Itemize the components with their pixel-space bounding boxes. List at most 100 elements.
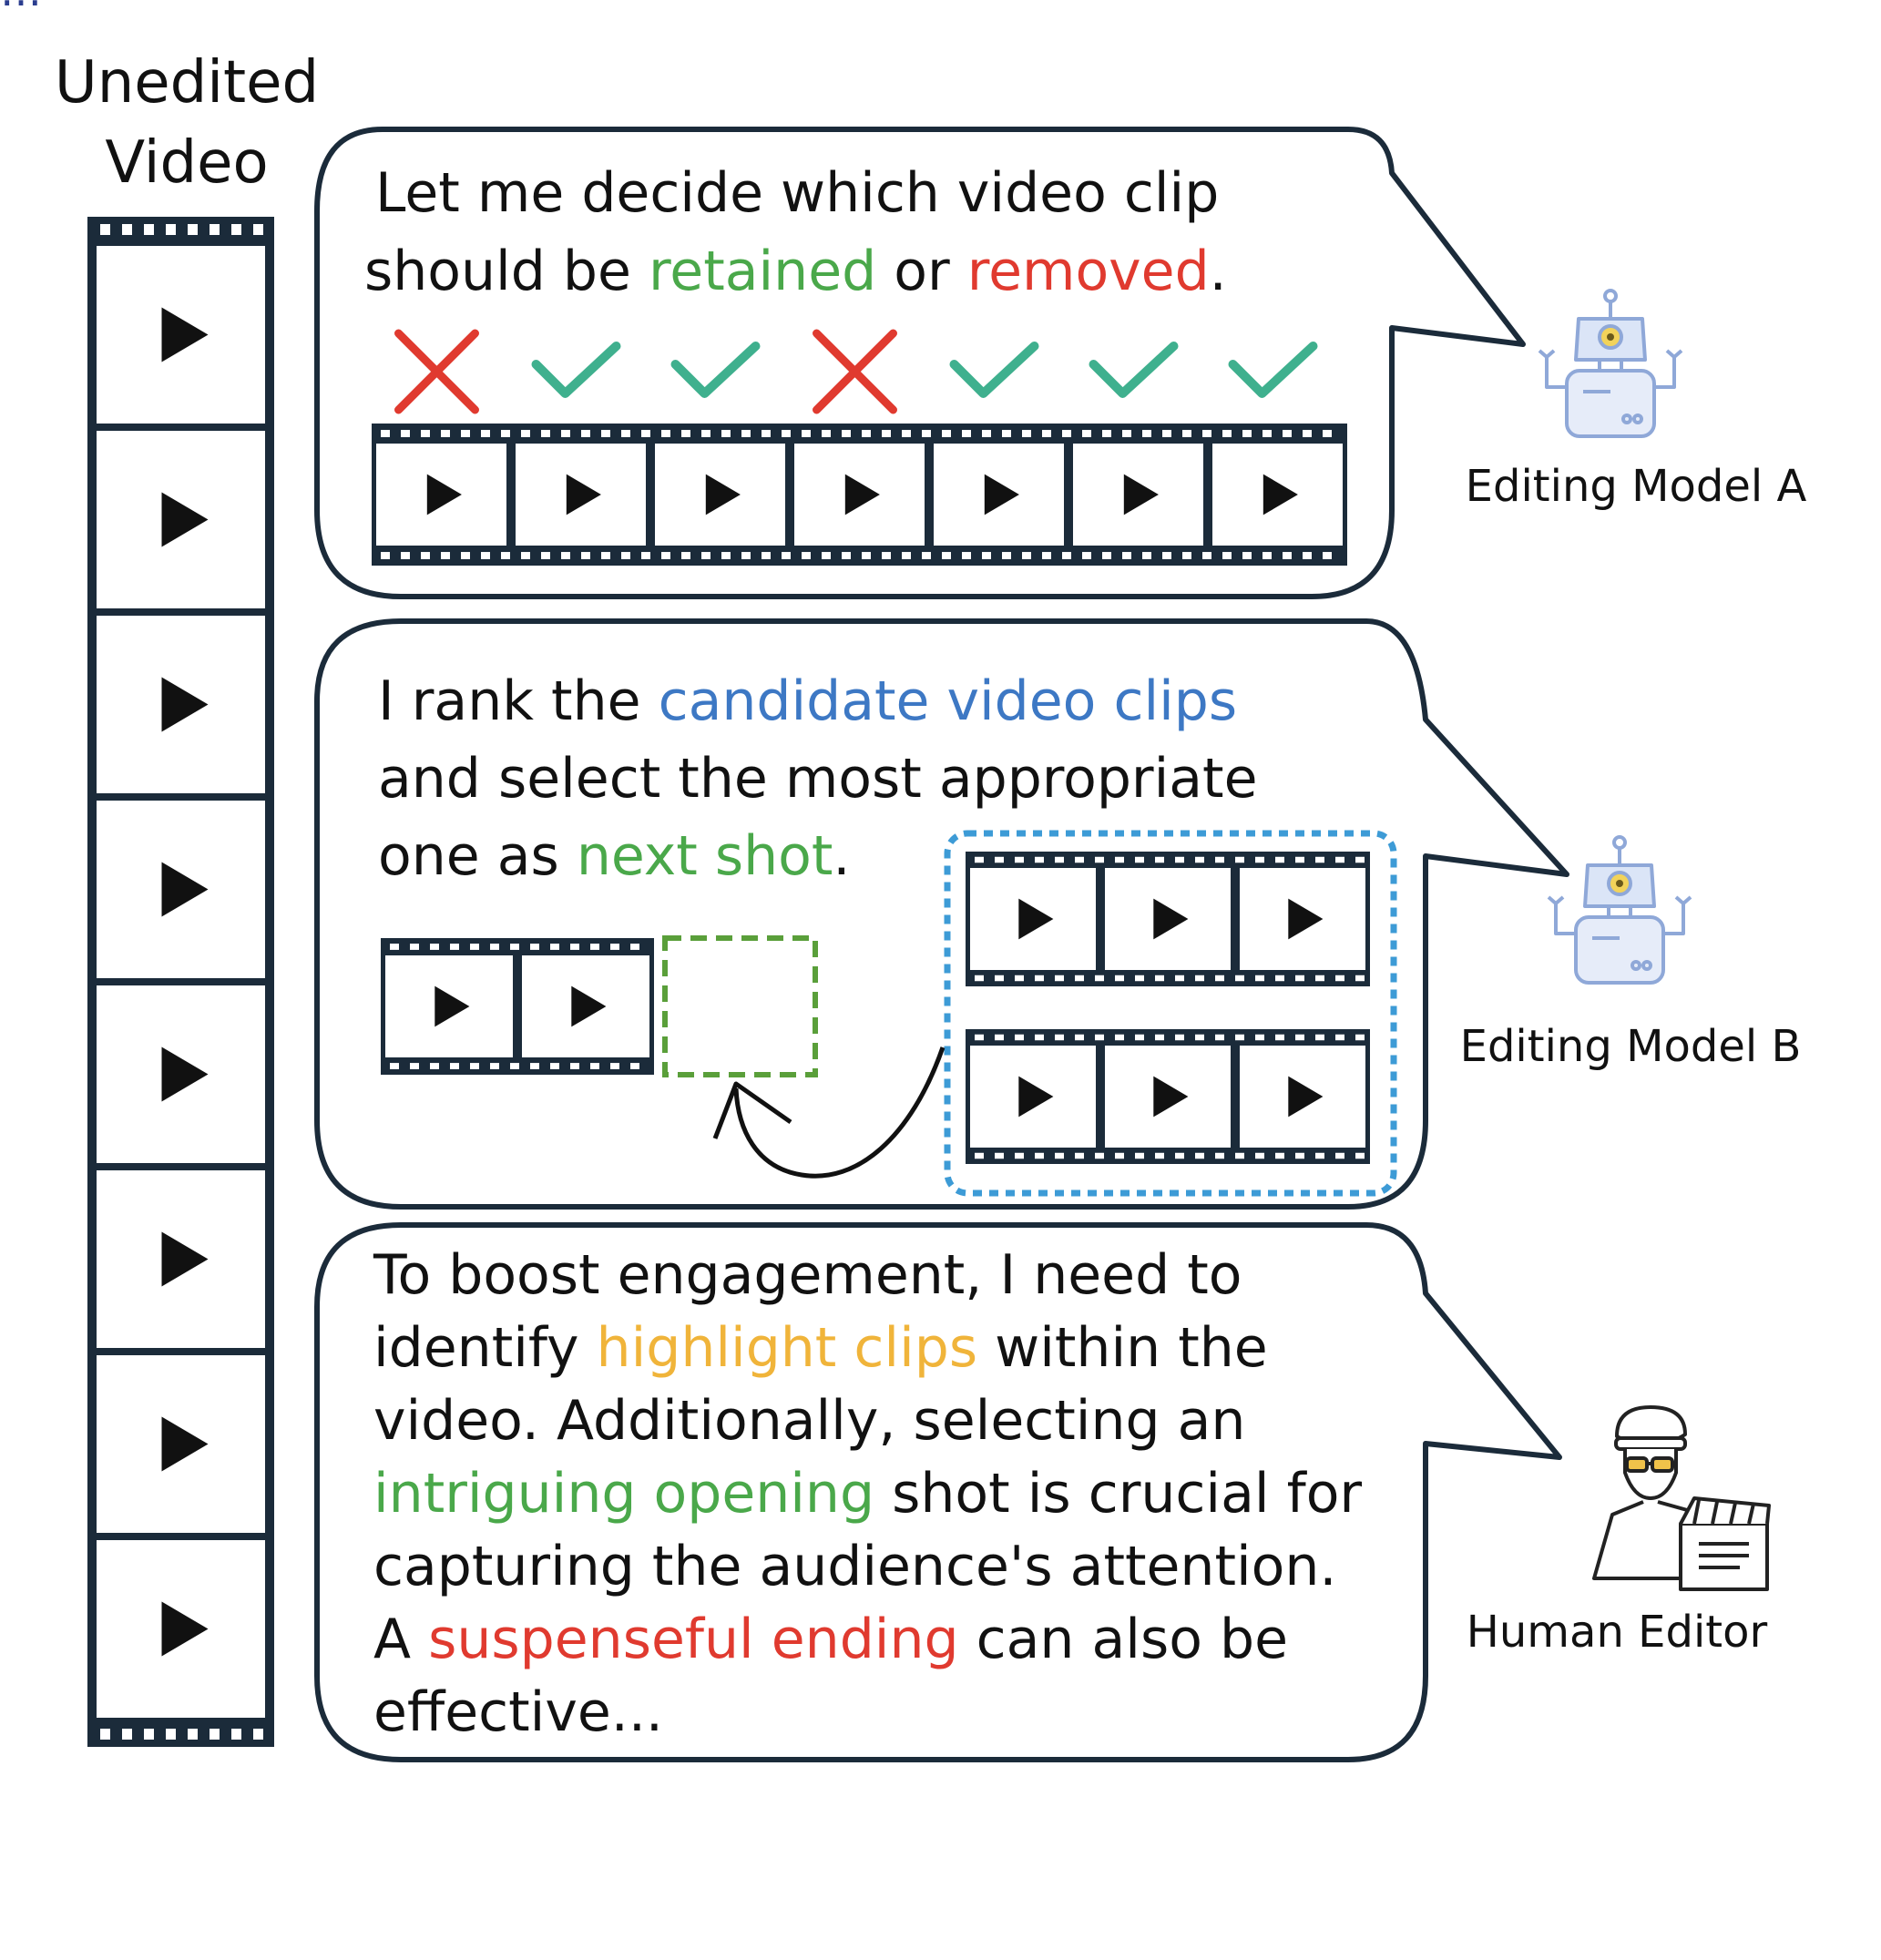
play-icon — [1288, 1076, 1324, 1118]
sprocket-hole — [1095, 1152, 1104, 1159]
sprocket-hole — [610, 944, 619, 950]
robot-detail — [1621, 413, 1632, 424]
sprocket-hole — [1235, 1152, 1244, 1159]
sprocket-hole — [1335, 856, 1344, 863]
sprocket-hole — [862, 552, 871, 559]
sprocket-hole — [601, 430, 610, 437]
sprocket-hole — [570, 1063, 579, 1069]
sprocket-hole — [1335, 1152, 1344, 1159]
sprocket-hole — [1122, 552, 1131, 559]
candidate-clips-box — [944, 830, 1397, 1197]
robot-icon — [1538, 289, 1683, 438]
sprocket-hole — [1303, 430, 1312, 437]
check-icon — [1228, 342, 1318, 398]
sprocket-hole — [541, 430, 550, 437]
robot-detail — [1631, 960, 1641, 971]
next-shot-slot — [662, 935, 818, 1077]
sprocket-hole — [802, 430, 811, 437]
sprocket-hole — [231, 1729, 241, 1740]
sprocket-hole — [681, 430, 690, 437]
sprocket-hole — [1002, 430, 1011, 437]
sprocket-hole — [1015, 856, 1024, 863]
sprocket-hole — [1275, 856, 1284, 863]
sprocket-hole — [1255, 1152, 1264, 1159]
sprocket-hole — [842, 552, 851, 559]
sprocket-hole — [188, 224, 198, 235]
speech-bubble-c — [314, 1222, 1562, 1762]
top-strip-text: … — [0, 0, 42, 15]
sprocket-hole — [1035, 856, 1044, 863]
play-icon — [1288, 898, 1324, 940]
sprocket-hole — [1315, 856, 1324, 863]
sprocket-hole — [1122, 430, 1131, 437]
sprocket-hole — [862, 430, 871, 437]
sprocket-hole — [541, 552, 550, 559]
agent-label-model-a: Editing Model A — [1466, 461, 1807, 512]
sprocket-hole — [782, 552, 791, 559]
sprocket-hole — [741, 552, 751, 559]
sprocket-hole — [1182, 430, 1191, 437]
sprocket-hole — [521, 430, 530, 437]
robot-antenna-tip — [1603, 289, 1618, 303]
robot-arm — [1538, 349, 1567, 389]
sprocket-hole — [481, 552, 490, 559]
sprocket-hole — [1202, 430, 1211, 437]
play-icon — [571, 985, 607, 1027]
sprocket-hole — [741, 430, 751, 437]
header-line-2: Video — [105, 129, 268, 197]
sprocket-hole — [390, 1063, 399, 1069]
sprocket-hole — [1135, 856, 1144, 863]
sprocket-hole — [490, 1063, 499, 1069]
sprocket-hole — [210, 224, 220, 235]
agent-label-human-editor: Human Editor — [1467, 1607, 1768, 1658]
sprocket-hole — [1042, 552, 1051, 559]
play-icon — [161, 1416, 209, 1472]
sprocket-hole — [381, 552, 390, 559]
current-sequence-strip — [381, 938, 654, 1075]
sprocket-hole — [1082, 430, 1091, 437]
sprocket-hole — [481, 430, 490, 437]
sprocket-hole — [166, 224, 176, 235]
sprocket-hole — [1095, 856, 1104, 863]
play-icon — [1018, 1076, 1054, 1118]
header-line-1: Unedited — [55, 49, 319, 117]
sprocket-hole — [1355, 975, 1365, 982]
sprocket-hole — [975, 1152, 984, 1159]
sprocket-hole — [982, 552, 991, 559]
sprocket-hole — [621, 552, 630, 559]
bubble-c-line-6: A suspenseful ending can also be — [373, 1608, 1288, 1671]
sprocket-hole — [842, 430, 851, 437]
sprocket-hole — [421, 552, 430, 559]
sprocket-hole — [100, 224, 110, 235]
sprocket-hole — [441, 552, 450, 559]
sprocket-hole — [942, 430, 951, 437]
sprocket-hole — [1095, 1034, 1104, 1041]
play-icon — [566, 474, 601, 516]
sprocket-hole — [1115, 1034, 1124, 1041]
sprocket-hole — [550, 944, 559, 950]
sprocket-hole — [1142, 430, 1151, 437]
sprocket-hole — [1215, 856, 1224, 863]
sprocket-hole — [1062, 552, 1071, 559]
sprocket-hole — [1202, 552, 1211, 559]
sprocket-hole — [762, 552, 771, 559]
sprocket-hole — [1242, 430, 1252, 437]
sprocket-hole — [1283, 552, 1292, 559]
sprocket-hole — [1055, 1152, 1064, 1159]
sprocket-hole — [1062, 430, 1071, 437]
sprocket-hole — [441, 430, 450, 437]
clips-strip-model-a — [372, 424, 1347, 566]
sprocket-hole — [1255, 1034, 1264, 1041]
sprocket-hole — [1155, 1152, 1164, 1159]
sprocket-hole — [450, 1063, 459, 1069]
sprocket-hole — [1155, 1034, 1164, 1041]
sprocket-hole — [995, 1034, 1004, 1041]
robot-body — [1565, 369, 1656, 438]
bubble-c-line-5: capturing the audience's attention. — [373, 1535, 1336, 1598]
bubble-b-line-1: I rank the candidate video clips — [378, 669, 1237, 733]
candidate-strip-1 — [966, 852, 1370, 986]
play-icon — [1153, 1076, 1189, 1118]
sprocket-hole — [1082, 552, 1091, 559]
robot-pupil — [1616, 880, 1623, 887]
